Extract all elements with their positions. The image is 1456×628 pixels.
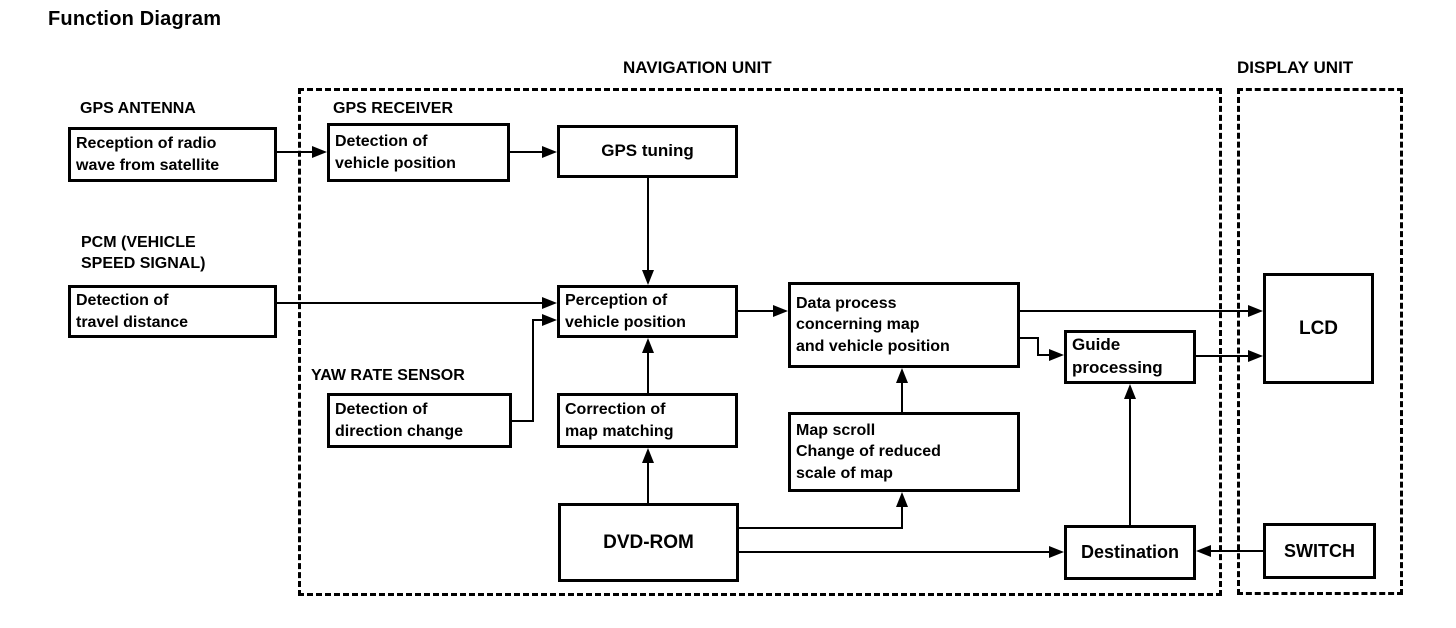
yaw-rate-sensor-label: YAW RATE SENSOR	[308, 366, 468, 387]
gps-receiver-label: GPS RECEIVER	[330, 99, 457, 120]
navigation-unit-boundary	[298, 88, 1222, 596]
node-guide-processing: Guide processing	[1064, 330, 1196, 384]
edge-dvdrom-to-destination	[738, 551, 1052, 553]
edge-dvdrom-to-correction	[647, 461, 649, 503]
edge-correction-to-perception	[647, 351, 649, 393]
arrowhead-into-perception-left-lower	[542, 314, 557, 326]
arrowhead-into-correction-bottom	[642, 448, 654, 463]
node-reception-of-radio-wave: Reception of radio wave from satellite	[68, 127, 277, 182]
arrowhead-into-destination-left	[1049, 546, 1064, 558]
node-gps-tuning: GPS tuning	[557, 125, 738, 178]
edge-dataprocess-to-guide-seg3	[1037, 354, 1052, 356]
arrowhead-into-lcd-upper	[1248, 305, 1263, 317]
node-detection-of-vehicle-position: Detection of vehicle position	[327, 123, 510, 182]
navigation-unit-label: NAVIGATION UNIT	[620, 57, 775, 80]
arrowhead-into-dataprocess	[773, 305, 788, 317]
arrowhead-into-perception-bottom	[642, 338, 654, 353]
edge-perception-to-dataprocess	[738, 310, 776, 312]
arrowhead-into-mapscroll-bottom	[896, 492, 908, 507]
node-destination: Destination	[1064, 525, 1196, 580]
node-correction-of-map-matching: Correction of map matching	[557, 393, 738, 448]
arrowhead-into-lcd-lower	[1248, 350, 1263, 362]
edge-destination-to-guide	[1129, 396, 1131, 525]
pcm-label: PCM (VEHICLE SPEED SIGNAL)	[78, 233, 209, 275]
arrowhead-into-perception-top	[642, 270, 654, 285]
edge-guide-to-lcd	[1196, 355, 1252, 357]
edge-dataprocess-to-guide-seg1	[1020, 337, 1039, 339]
edge-dataprocess-to-lcd	[1020, 310, 1252, 312]
arrowhead-into-perception-left-upper	[542, 297, 557, 309]
node-lcd: LCD	[1263, 273, 1374, 384]
display-unit-boundary	[1237, 88, 1403, 595]
edge-mapscroll-to-dataprocess	[901, 380, 903, 413]
gps-antenna-label: GPS ANTENNA	[77, 99, 199, 120]
edge-reception-to-gpsreceiver	[277, 151, 315, 153]
arrowhead-into-guide-bottom	[1124, 384, 1136, 399]
node-detection-of-direction-change: Detection of direction change	[327, 393, 512, 448]
arrowhead-into-detection-vehicle-position	[312, 146, 327, 158]
node-dvd-rom: DVD-ROM	[558, 503, 739, 582]
node-map-scroll: Map scroll Change of reduced scale of ma…	[788, 412, 1020, 492]
node-data-process: Data process concerning map and vehicle …	[788, 282, 1020, 368]
node-perception-of-vehicle-position: Perception of vehicle position	[557, 285, 738, 338]
arrowhead-into-gps-tuning	[542, 146, 557, 158]
edge-directionchange-seg3	[532, 319, 545, 321]
display-unit-label: DISPLAY UNIT	[1234, 57, 1357, 80]
edge-gpstuning-to-perception	[647, 178, 649, 272]
arrowhead-into-destination-right	[1196, 545, 1211, 557]
edge-dvdrom-to-mapscroll-seg2	[901, 505, 903, 529]
arrowhead-into-guide-left	[1049, 349, 1064, 361]
arrowhead-into-dataprocess-bottom	[896, 368, 908, 383]
node-switch: SWITCH	[1263, 523, 1376, 579]
edge-dataprocess-to-guide-seg2	[1037, 337, 1039, 356]
edge-switch-to-destination	[1208, 550, 1263, 552]
edge-directionchange-seg1	[512, 420, 534, 422]
edge-traveldistance-to-perception	[277, 302, 545, 304]
edge-dvdrom-to-mapscroll-seg1	[738, 527, 903, 529]
edge-directionchange-seg2	[532, 319, 534, 422]
page-title: Function Diagram	[48, 8, 222, 30]
node-detection-of-travel-distance: Detection of travel distance	[68, 285, 277, 338]
edge-gpsreceiver-to-gpstuning	[510, 151, 544, 153]
